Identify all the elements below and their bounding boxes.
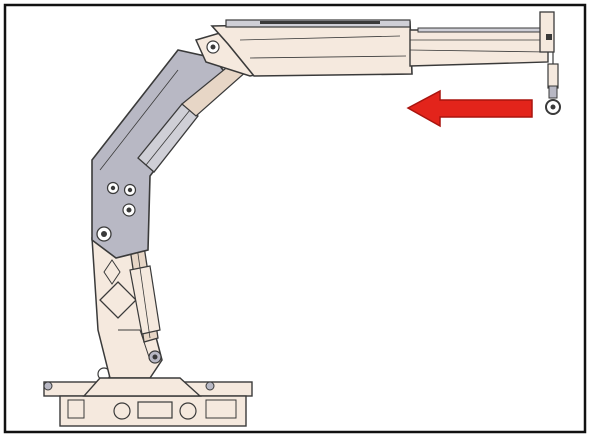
frame-border	[3, 3, 587, 434]
crane-hook	[545, 52, 561, 115]
outer-boom-cylinder	[137, 59, 249, 173]
extension-boom	[210, 11, 555, 77]
arrow-left-icon	[406, 89, 533, 128]
direction-arrow	[406, 89, 533, 128]
